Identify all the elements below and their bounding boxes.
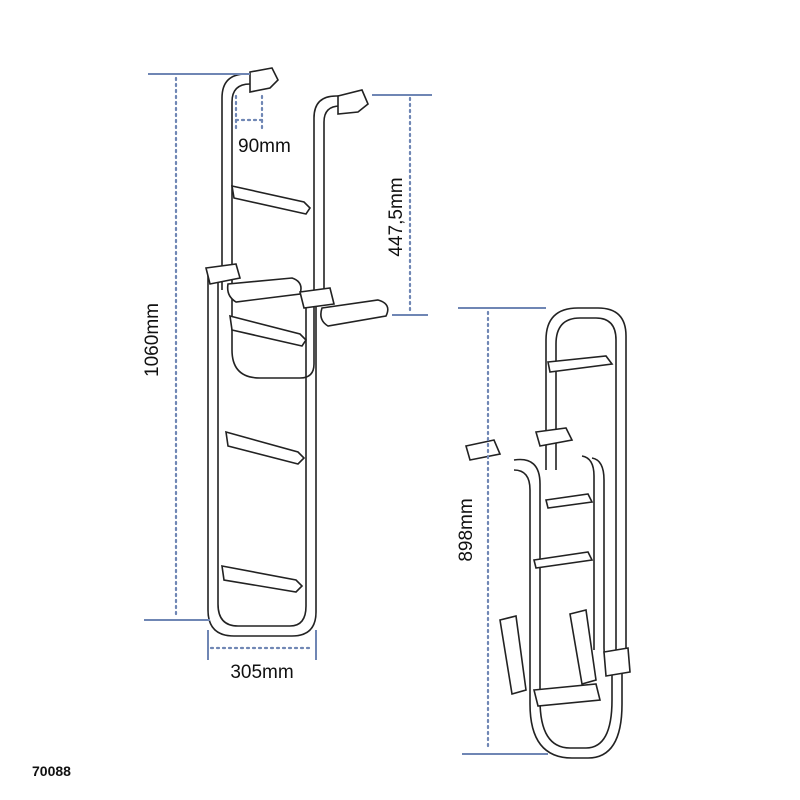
lower-rail-inner — [217, 272, 307, 627]
upper-u-bottom — [231, 290, 315, 379]
folded-frame-outer — [545, 307, 627, 650]
height-extended-label: 1060mm — [142, 303, 163, 377]
hinge-bracket-left — [205, 263, 242, 285]
standoff-right — [320, 299, 389, 327]
extended-ladder: 90mm 1060mm 447,5mm 305mm — [142, 67, 432, 683]
folded-knuckle — [603, 647, 631, 677]
folded-lower-outer-2 — [513, 469, 623, 759]
folded-rail-right-inner — [581, 455, 595, 650]
upper-step-1 — [231, 184, 312, 215]
hook-drop-label: 447,5mm — [386, 177, 407, 256]
lower-step-1 — [229, 314, 308, 347]
folded-hook-left — [464, 439, 502, 461]
height-folded-label: 898mm — [456, 498, 477, 561]
hinge-bracket-right — [299, 287, 335, 309]
folded-bottom-step — [532, 683, 602, 707]
folded-frame-inner — [555, 317, 617, 650]
upper-rail-right — [313, 95, 352, 290]
folded-ladder: 898mm — [456, 307, 631, 759]
top-bracket-right — [337, 89, 369, 115]
top-offset-label: 90mm — [238, 136, 291, 157]
upper-rail-left — [221, 73, 262, 290]
folded-step-1 — [545, 493, 594, 509]
folded-rail-right — [591, 457, 617, 673]
folded-top-step — [547, 355, 614, 373]
top-bracket-left — [249, 67, 279, 93]
folded-standoff-left — [499, 615, 527, 696]
product-code: 70088 — [32, 763, 71, 779]
standoff-left — [226, 277, 302, 303]
width-label: 305mm — [230, 662, 293, 683]
lower-step-3 — [221, 565, 304, 593]
upper-rail-right-inner — [323, 105, 352, 290]
folded-step-2 — [533, 551, 594, 569]
folded-hook-right — [534, 427, 574, 447]
folded-standoff-right — [569, 609, 597, 686]
folded-lower-outer — [513, 458, 613, 749]
lower-step-2 — [225, 430, 306, 465]
